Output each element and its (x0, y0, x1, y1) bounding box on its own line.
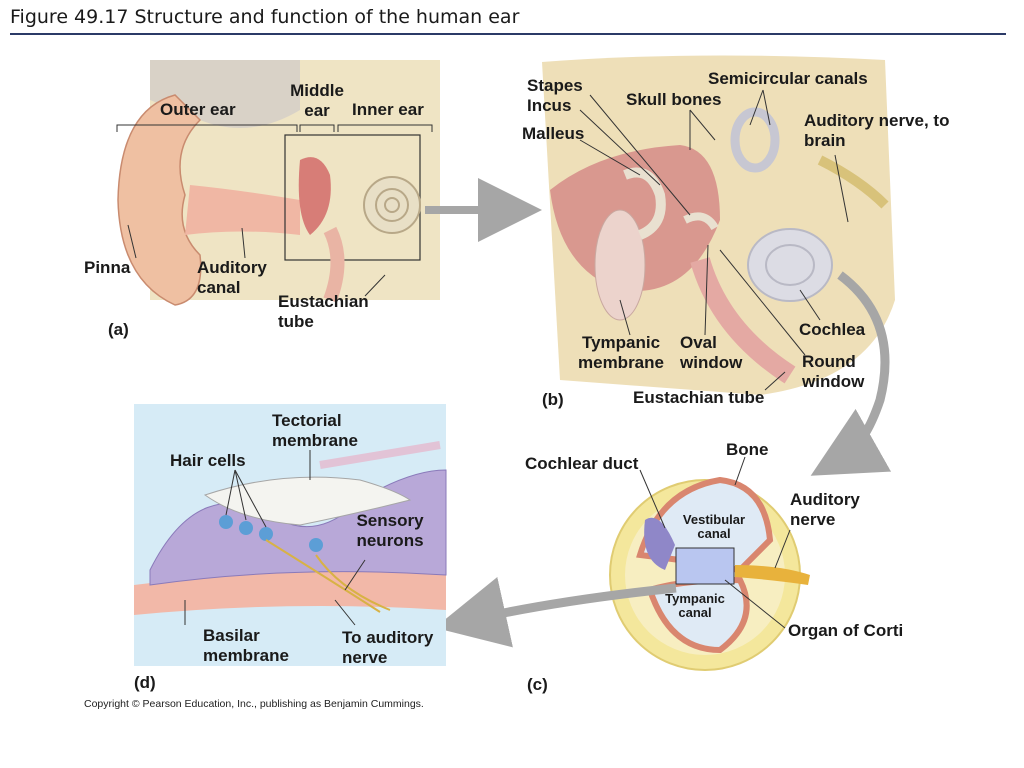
label-cochlea: Cochlea (799, 320, 866, 339)
figure-title: Figure 49.17 Structure and function of t… (10, 6, 520, 28)
label-auditory-canal: Auditory canal (197, 258, 267, 297)
label-stapes: Stapes (527, 76, 583, 95)
arrow-c-to-d (434, 577, 677, 648)
arrow-b-to-c (810, 271, 892, 476)
label-malleus: Malleus (522, 124, 585, 143)
label-semicircular-canals: Semicircular canals (708, 69, 868, 88)
label-organ-of-corti: Organ of Corti (788, 621, 904, 640)
label-round-window: Round window (802, 352, 865, 391)
label-eustachian-tube-a: Eustachian tube (278, 292, 369, 331)
title-rule (10, 33, 1006, 35)
cochlear-duct-shape (644, 517, 675, 570)
label-auditory-nerve-c: Auditory nerve (790, 490, 860, 529)
label-incus: Incus (527, 96, 572, 115)
label-basilar-membrane: Basilar membrane (203, 626, 289, 665)
panel-tag-c: (c) (527, 675, 548, 694)
panel-c-drawing (609, 456, 810, 671)
label-tympanic-membrane: Tympanic membrane (578, 333, 664, 372)
label-skull-bones: Skull bones (626, 90, 722, 109)
label-auditory-nerve-b: Auditory nerve, to brain (804, 111, 950, 150)
tectorial-membrane-shape (203, 476, 412, 526)
label-eustachian-tube-b: Eustachian tube (633, 388, 765, 407)
panel-tag-a: (a) (108, 320, 129, 339)
label-cochlear-duct: Cochlear duct (525, 454, 639, 473)
eustachian-tube-b-shape (690, 257, 796, 384)
copyright-notice: Copyright © Pearson Education, Inc., pub… (84, 698, 424, 710)
label-sensory-neurons: Sensory neurons (356, 511, 424, 550)
label-tympanic-canal: Tympanic canal (665, 591, 725, 620)
panel-tag-b: (b) (542, 390, 564, 409)
panel-a-drawing (116, 60, 440, 306)
label-to-auditory-nerve: To auditory nerve (342, 628, 434, 667)
label-pinna: Pinna (84, 258, 131, 277)
label-tectorial-membrane: Tectorial membrane (272, 411, 358, 450)
panel-b-drawing (542, 55, 895, 396)
label-inner-ear: Inner ear (352, 100, 424, 119)
panel-tag-d: (d) (134, 673, 156, 692)
panel-d-drawing (134, 404, 447, 666)
label-oval-window: Oval window (680, 333, 743, 372)
label-middle-ear: Middle ear (290, 81, 344, 120)
pinna-shape (117, 94, 202, 306)
tympanic-membrane-shape (594, 209, 646, 321)
label-outer-ear: Outer ear (160, 100, 236, 119)
auditory-canal-shape (185, 185, 300, 235)
label-bone: Bone (726, 440, 769, 459)
label-hair-cells: Hair cells (170, 451, 246, 470)
label-vestibular-canal: Vestibular canal (682, 512, 746, 541)
